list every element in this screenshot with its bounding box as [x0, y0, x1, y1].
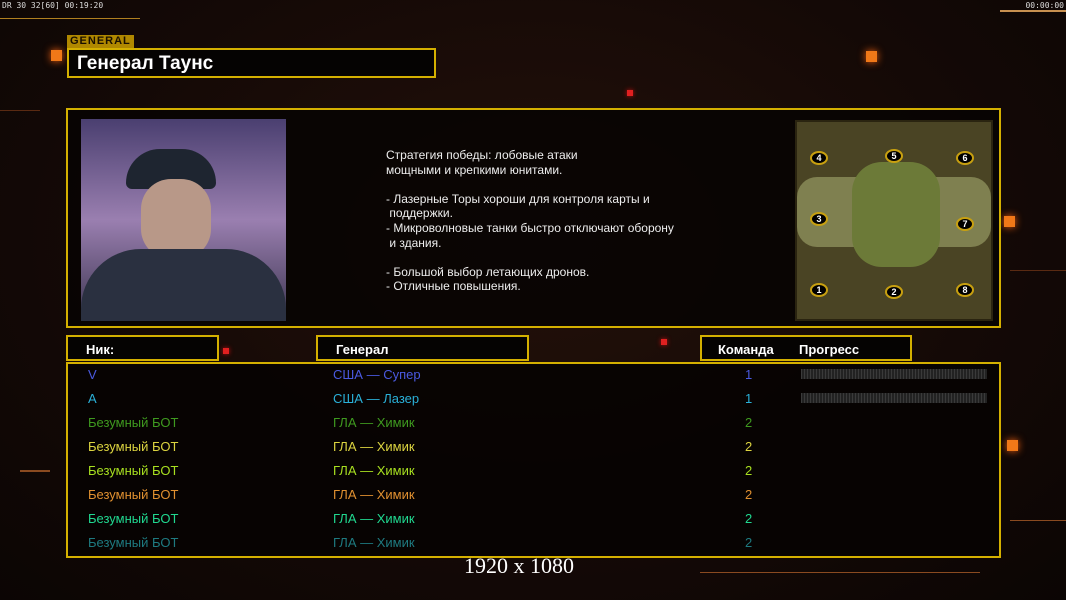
player-team: 2 [745, 535, 753, 550]
deco-square [866, 51, 877, 62]
map-preview[interactable]: 1 2 3 4 5 6 7 8 [795, 120, 993, 321]
general-info-panel: Стратегия победы: лобовые атаки мощными … [66, 108, 1001, 328]
deco-square [223, 348, 229, 354]
player-general: ГЛА — Химик [333, 487, 415, 502]
player-team: 2 [745, 439, 753, 454]
map-center [852, 162, 940, 267]
player-nick: A [88, 391, 97, 406]
player-team: 2 [745, 463, 753, 478]
resolution-watermark: 1920 x 1080 [464, 553, 574, 578]
player-nick: V [88, 367, 97, 382]
start-spot-1[interactable]: 1 [810, 283, 828, 297]
player-nick: Безумный БОТ [88, 463, 179, 478]
start-spot-2[interactable]: 2 [885, 285, 903, 299]
player-nick: Безумный БОТ [88, 439, 179, 454]
deco-line [1000, 10, 1066, 12]
start-spot-7[interactable]: 7 [956, 217, 974, 231]
general-header: Генерал [316, 335, 529, 361]
progress-bar [801, 369, 987, 379]
player-team: 2 [745, 487, 753, 502]
general-tag: GENERAL [67, 35, 134, 48]
deco-line [0, 18, 140, 19]
general-portrait [81, 119, 286, 321]
general-title: Генерал Таунс [67, 48, 436, 78]
deco-square [1004, 216, 1015, 227]
nick-header: Ник: [66, 335, 219, 361]
team-progress-header: Команда Прогресс [700, 335, 912, 361]
player-row: V США — Супер 1 [68, 364, 999, 388]
player-row: Безумный БОТ ГЛА — Химик 2 [68, 436, 999, 460]
player-general: ГЛА — Химик [333, 439, 415, 454]
player-general: ГЛА — Химик [333, 463, 415, 478]
player-general: США — Лазер [333, 391, 420, 406]
deco-square [51, 50, 62, 61]
deco-square [627, 90, 633, 96]
player-team: 1 [745, 367, 753, 382]
deco-square [661, 339, 667, 345]
player-team: 2 [745, 415, 753, 430]
player-row: Безумный БОТ ГЛА — Химик 2 [68, 532, 999, 556]
player-team: 2 [745, 511, 753, 526]
timer-readout: 00:00:00 [1025, 1, 1064, 10]
start-spot-5[interactable]: 5 [885, 149, 903, 163]
player-nick: Безумный БОТ [88, 511, 179, 526]
fps-readout: DR 30 32[60] 00:19:20 [2, 1, 104, 10]
start-spot-3[interactable]: 3 [810, 212, 828, 226]
player-row: Безумный БОТ ГЛА — Химик 2 [68, 484, 999, 508]
player-row: Безумный БОТ ГЛА — Химик 2 [68, 508, 999, 532]
deco-square [1007, 440, 1018, 451]
player-nick: Безумный БОТ [88, 535, 179, 550]
player-row: Безумный БОТ ГЛА — Химик 2 [68, 460, 999, 484]
deco-line [1010, 270, 1066, 271]
player-nick: Безумный БОТ [88, 487, 179, 502]
general-description: Стратегия победы: лобовые атаки мощными … [386, 148, 674, 294]
uniform [81, 249, 286, 321]
deco-line [1010, 520, 1066, 521]
start-spot-6[interactable]: 6 [956, 151, 974, 165]
player-general: США — Супер [333, 367, 421, 382]
progress-header: Прогресс [799, 342, 860, 357]
player-row: Безумный БОТ ГЛА — Химик 2 [68, 412, 999, 436]
start-spot-4[interactable]: 4 [810, 151, 828, 165]
deco-line [700, 572, 980, 573]
deco-line [20, 470, 50, 472]
player-nick: Безумный БОТ [88, 415, 179, 430]
face [141, 179, 211, 259]
progress-bar [801, 393, 987, 403]
player-team: 1 [745, 391, 753, 406]
player-general: ГЛА — Химик [333, 535, 415, 550]
player-general: ГЛА — Химик [333, 511, 415, 526]
player-general: ГЛА — Химик [333, 415, 415, 430]
team-header: Команда [718, 342, 774, 357]
deco-line [0, 110, 40, 111]
start-spot-8[interactable]: 8 [956, 283, 974, 297]
player-row: A США — Лазер 1 [68, 388, 999, 412]
